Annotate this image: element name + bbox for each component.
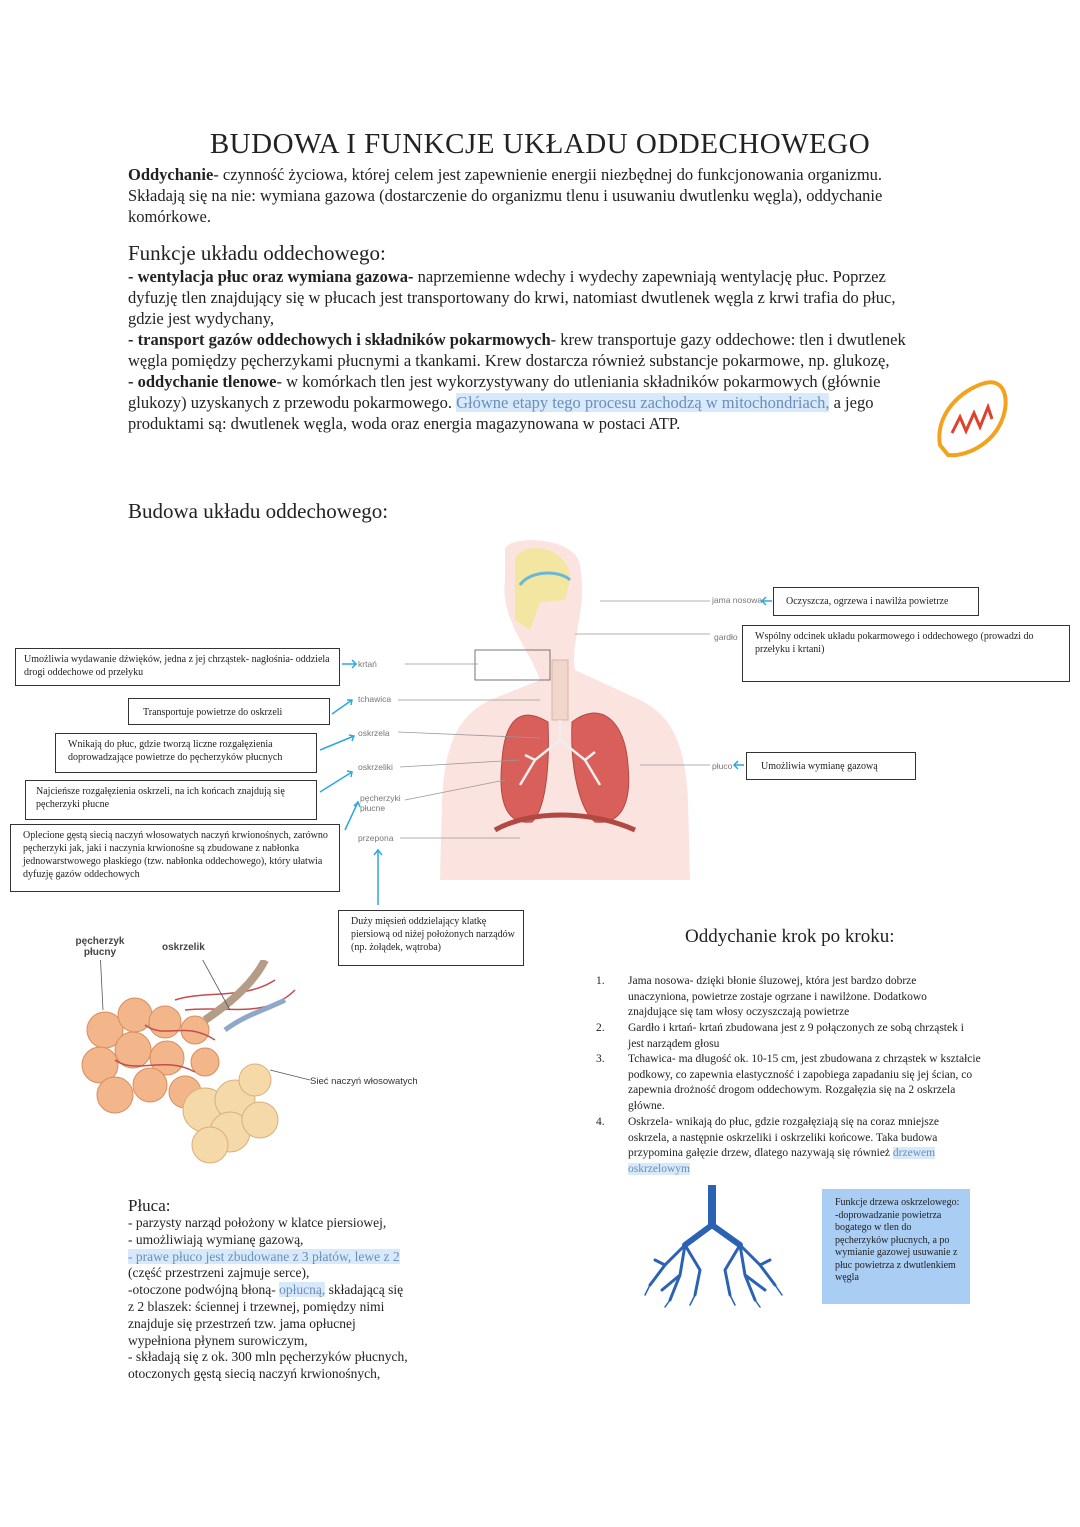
step-number: 1. [596, 975, 605, 987]
box-krtan: Umożliwia wydawanie dźwięków, jedna z je… [15, 648, 340, 686]
step-text: Jama nosowa- dzięki błonie śluzowej, któ… [628, 975, 927, 1018]
bronchial-tree-illustration [644, 1185, 783, 1308]
box-przepona: Duży mięsień oddzielający klatkę piersio… [338, 910, 524, 966]
function-3-term: - oddychanie tlenowe [128, 372, 277, 391]
box-jama-nosowa: Oczyszcza, ogrzewa i nawilża powietrze [773, 587, 979, 616]
function-1-text: naprzemienne wdechy i wydechy zapewniają… [128, 267, 896, 328]
function-3-end: a jego produktami są: dwutlenek węgla, w… [128, 393, 874, 433]
lungs-line: -otoczone podwójną błoną- [128, 1282, 280, 1298]
lungs-line: składającą się [325, 1282, 404, 1298]
functions-list: - wentylacja płuc oraz wymiana gazowa- n… [128, 266, 933, 434]
label-przepona: przepona [358, 833, 394, 843]
box-oskrzela: Wnikają do płuc, gdzie tworzą liczne roz… [55, 733, 317, 773]
lungs-line: z 2 blaszek: ściennej i trzewnej, pomięd… [128, 1298, 385, 1314]
lungs-list: - parzysty narząd położony w klatce pier… [128, 1215, 438, 1383]
label-gardlo: gardło [714, 632, 738, 642]
lungs-line: (część przestrzeni zajmuje serce), [128, 1265, 310, 1281]
function-2-text: - krew transportuje gazy oddechowe: tlen… [128, 330, 906, 370]
lungs-line: wypełniona płynem surowiczym, [128, 1332, 308, 1348]
step-text: Oskrzela- wnikają do płuc, gdzie rozgałę… [628, 1115, 978, 1177]
box-pluco: Umożliwia wymianę gazową [746, 752, 916, 780]
box-tchawica: Transportuje powietrze do oskrzeli [128, 698, 330, 725]
label-jama-nosowa: jama nosowa [712, 595, 763, 605]
structure-heading: Budowa układu oddechowego: [128, 499, 389, 523]
label-oskrzeliki: oskrzeliki [358, 762, 393, 772]
label-siec-naczyn: Sieć naczyń włosowatych [310, 1076, 418, 1087]
lungs-highlight-lobes: - prawe płuco jest zbudowane z 3 płatów,… [128, 1248, 400, 1264]
label-krtan: krtań [358, 659, 377, 669]
label-pluco: płuco [712, 761, 733, 771]
function-2-term: - transport gazów oddechowych i składnik… [128, 330, 551, 349]
step-number: 4. [596, 1116, 605, 1128]
steps-heading: Oddychanie krok po kroku: [685, 926, 895, 947]
page-title: BUDOWA I FUNKCJE UKŁADU ODDECHOWEGO [209, 128, 871, 160]
step-text: Gardło i krtań- krtań zbudowana jest z 9… [628, 1022, 964, 1050]
lungs-line: - umożliwiają wymianę gazową, [128, 1231, 304, 1247]
intro-text: - czynność życiowa, której celem jest za… [128, 165, 883, 226]
box-gardlo: Wspólny odcinek układu pokarmowego i odd… [742, 625, 1070, 682]
box-pecherzyki: Oplecione gęstą siecią naczyń włosowatyc… [10, 824, 340, 892]
lungs-line: - parzysty narząd położony w klatce pier… [128, 1215, 387, 1230]
lungs-line: otoczonych gęstą siecią naczyń krwionośn… [128, 1366, 381, 1382]
lungs-highlight-oplucna: opłucną, [279, 1282, 326, 1298]
step-text: Tchawica- ma długość ok. 10-15 cm, jest … [628, 1053, 981, 1112]
label-tchawica: tchawica [358, 694, 392, 704]
tree-functions-box: Funkcje drzewa oskrzelowego: -doprowadza… [822, 1189, 970, 1304]
functions-heading: Funkcje układu oddechowego: [128, 241, 386, 265]
step-4-text: Oskrzela- wnikają do płuc, gdzie rozgałę… [628, 1116, 939, 1159]
intro-paragraph: Oddychanie- czynność życiowa, której cel… [128, 164, 928, 227]
label-pecherzyk-plucny: pęcherzyk płucny [75, 936, 125, 958]
function-3-highlight: Główne etapy tego procesu zachodzą w mit… [456, 393, 830, 412]
alveoli-illustration [81, 960, 311, 1164]
mitochondrion-icon [937, 380, 1008, 458]
respiratory-system-diagram [440, 540, 690, 880]
lungs-heading: Płuca: [128, 1196, 171, 1215]
lungs-line: znajduje się przestrzeń tzw. jama opłucn… [128, 1315, 356, 1331]
lungs-line: - składają się z ok. 300 mln pęcherzyków… [128, 1349, 408, 1365]
function-1-term: - wentylacja płuc oraz wymiana gazowa- [128, 267, 414, 286]
function-3-text: - w komórkach tlen jest wykorzystywany d… [128, 372, 881, 412]
label-oskrzela: oskrzela [358, 728, 390, 738]
step-number: 3. [596, 1053, 605, 1065]
box-oskrzeliki: Najcieńsze rozgałęzienia oskrzeli, na ic… [25, 780, 317, 820]
label-oskrzelik: oskrzelik [162, 942, 205, 953]
label-pecherzyki: pęcherzyki płucne [360, 793, 401, 813]
step-number: 2. [596, 1022, 605, 1034]
intro-term: Oddychanie [128, 165, 214, 184]
